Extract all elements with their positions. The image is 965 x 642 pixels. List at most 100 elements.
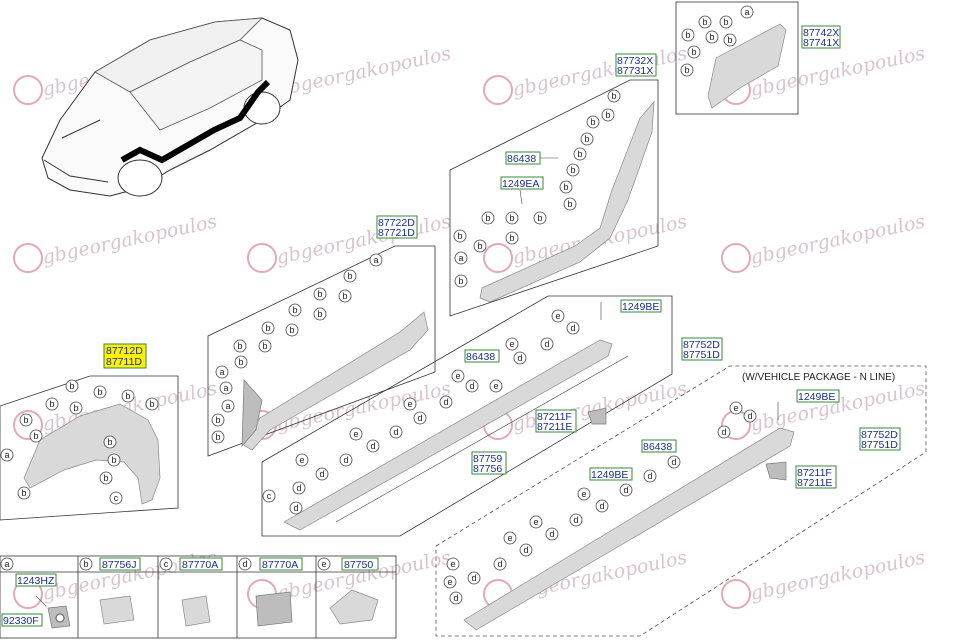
part-number-box — [795, 465, 837, 489]
part-number-87752D[interactable]: 87752D — [861, 429, 898, 441]
part-number-87751D[interactable]: 87751D — [861, 439, 898, 451]
clip-d-part[interactable] — [255, 591, 293, 627]
callout-label: b — [265, 323, 270, 333]
part-number-87751D[interactable]: 87751D — [683, 349, 720, 361]
callout-label: b — [611, 91, 616, 101]
part-number-86438[interactable]: 86438 — [643, 441, 672, 453]
bracket-part[interactable] — [587, 407, 607, 425]
legend-key: e — [321, 559, 326, 569]
part-number-87770A[interactable]: 87770A — [182, 559, 218, 571]
callout-label: b — [317, 289, 322, 299]
callout-label: d — [471, 573, 476, 583]
callout-label: d — [417, 413, 422, 423]
callout-label: b — [289, 325, 294, 335]
clip-b-part[interactable] — [99, 595, 135, 625]
callout-label: a — [225, 401, 230, 411]
callout-label: b — [570, 165, 575, 175]
callout-label: b — [111, 455, 116, 465]
dashed-frame — [435, 365, 927, 637]
part-number-87211E[interactable]: 87211E — [797, 477, 832, 489]
callout-label: b — [262, 341, 267, 351]
clip-c-part[interactable] — [181, 595, 211, 627]
bracket-part[interactable] — [765, 461, 787, 481]
rear-door-garnish-end-part[interactable] — [241, 379, 263, 447]
callout-label: e — [733, 403, 738, 413]
callout-label: e — [533, 517, 538, 527]
callout-label: d — [573, 515, 578, 525]
callout-label: a — [373, 255, 378, 265]
side-sill-moulding-part[interactable] — [283, 339, 613, 531]
part-number-87712D[interactable]: 87712D — [106, 345, 143, 357]
wheel-arch-moulding-part[interactable] — [23, 403, 161, 505]
part-number-87742X[interactable]: 87742X — [803, 27, 839, 39]
callout-group: b b b b b b b b b a b b b c — [0, 379, 159, 505]
part-number-87759[interactable]: 87759 — [473, 453, 502, 465]
panel-frame — [261, 295, 673, 537]
watermark-text: gbgeorgakopoulos — [748, 546, 927, 605]
part-number-box — [796, 389, 840, 403]
callout-label: b — [97, 387, 102, 397]
part-number-box — [859, 427, 901, 451]
callout-label: b — [605, 110, 610, 120]
callout-group: e d d d d d e d d e d e d d e d e d — [443, 401, 757, 605]
panel-frame — [675, 1, 799, 115]
part-number-87756J[interactable]: 87756J — [102, 559, 136, 571]
part-number-1249EA[interactable]: 1249EA — [502, 178, 539, 190]
part-number-87752D[interactable]: 87752D — [683, 339, 720, 351]
watermark-text: gbgeorgakopoulos — [274, 42, 453, 101]
part-number-92330F[interactable]: 92330F — [3, 615, 39, 627]
part-number-86438[interactable]: 86438 — [507, 153, 536, 165]
callout-label: b — [33, 431, 38, 441]
part-number-box — [464, 349, 500, 363]
panel-frame — [449, 79, 659, 317]
callout-label: e — [581, 489, 586, 499]
callout-label: d — [544, 339, 549, 349]
callout-label: b — [149, 399, 154, 409]
watermark-text: gbgeorgakopoulos — [510, 42, 689, 101]
callout-label: d — [517, 353, 522, 363]
part-number-box-highlight — [103, 343, 147, 369]
part-number-87756[interactable]: 87756 — [473, 463, 502, 475]
callout-label: b — [584, 134, 589, 144]
part-number-1243HZ[interactable]: 1243HZ — [17, 575, 55, 587]
part-number-87211F[interactable]: 87211F — [537, 411, 572, 423]
callout-label: a — [219, 367, 224, 377]
part-number-86438[interactable]: 86438 — [466, 351, 495, 363]
car-illustration — [41, 17, 299, 197]
callout-label: e — [555, 311, 560, 321]
callout-label: b — [684, 65, 689, 75]
door-garnish-rear-part[interactable] — [707, 23, 787, 109]
callout-label: b — [237, 341, 242, 351]
door-garnish-front-part[interactable] — [479, 100, 655, 303]
part-number-87741X[interactable]: 87741X — [803, 37, 839, 49]
part-number-87770A[interactable]: 87770A — [262, 559, 298, 571]
part-number-1249BE[interactable]: 1249BE — [591, 469, 628, 481]
part-number-87731X[interactable]: 87731X — [617, 65, 653, 77]
rear-door-garnish-part[interactable] — [241, 311, 429, 451]
part-number-87750[interactable]: 87750 — [344, 559, 373, 571]
part-number-87722D[interactable]: 87722D — [378, 217, 415, 229]
clip-e-part[interactable] — [329, 589, 379, 625]
callout-label: b — [685, 30, 690, 40]
part-number-87211E[interactable]: 87211E — [537, 421, 572, 433]
part-number-87711D[interactable]: 87711D — [106, 356, 142, 368]
callout-label: b — [23, 415, 28, 425]
part-number-1249BE[interactable]: 1249BE — [798, 391, 835, 403]
callout-label: d — [647, 471, 652, 481]
callout-label: b — [21, 488, 26, 498]
side-sill-moulding-n-line-part[interactable] — [463, 427, 795, 631]
callout-label: d — [319, 469, 324, 479]
legend-cell-d: d 87770A — [238, 557, 303, 627]
part-number-1249BE[interactable]: 1249BE — [622, 301, 659, 313]
callout-label: a — [458, 253, 463, 263]
part-number-box — [589, 467, 633, 481]
part-number-87732X[interactable]: 87732X — [617, 55, 653, 67]
panel-87752-n-line: (W/VEHICLE PACKAGE - N LINE) 1249BE 8775… — [435, 365, 927, 637]
side-sill-strip-part[interactable] — [335, 355, 629, 523]
part-number-87721D[interactable]: 87721D — [378, 227, 415, 239]
callout-label: b — [238, 357, 243, 367]
callout-label: d — [453, 593, 458, 603]
part-number-87211F[interactable]: 87211F — [797, 467, 832, 479]
callout-label: e — [493, 381, 498, 391]
